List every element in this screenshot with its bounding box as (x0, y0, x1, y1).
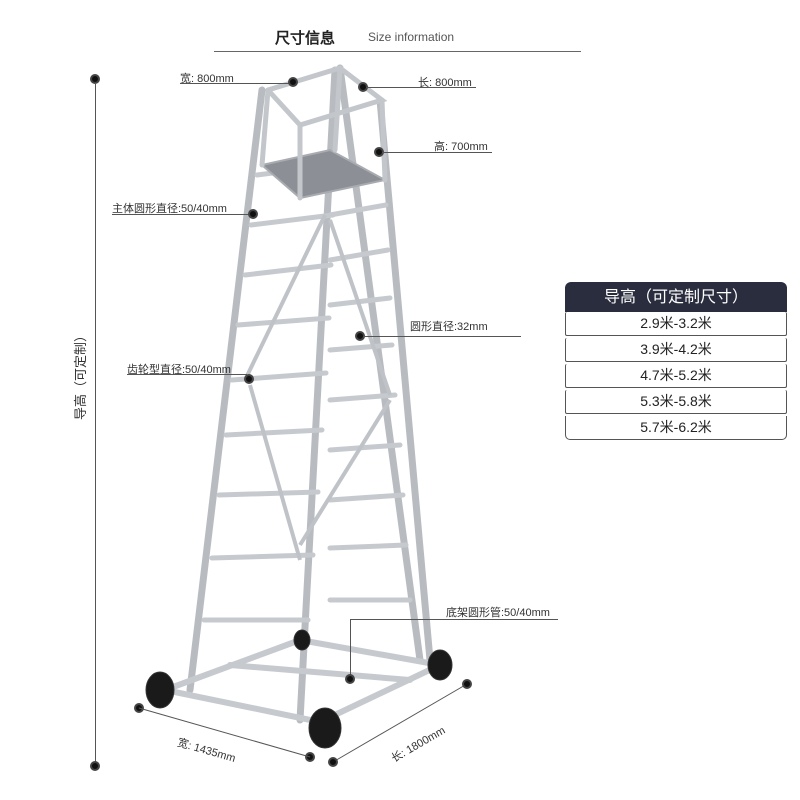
marker-top-width (288, 77, 298, 87)
header-divider (214, 51, 581, 52)
leader-top-width (180, 83, 293, 84)
leader-round-diameter (363, 336, 521, 337)
annotation-top-width: 宽: 800mm (180, 73, 234, 85)
annotation-base-tube: 底架圆形管:50/40mm (446, 607, 550, 619)
leader-gear-tube (127, 374, 247, 375)
annotation-rail-height: 高: 700mm (434, 141, 488, 153)
table-row: 3.9米-4.2米 (565, 338, 787, 362)
marker-base-width-start (134, 703, 144, 713)
table-row: 2.9米-3.2米 (565, 312, 787, 336)
annotation-gear-tube: 齿轮型直径:50/40mm (127, 364, 231, 376)
table-header: 导高（可定制尺寸） (565, 282, 787, 312)
height-top-dot (90, 74, 100, 84)
height-bottom-dot (90, 761, 100, 771)
height-dimension-line (95, 84, 96, 764)
table-row: 5.7米-6.2米 (565, 416, 787, 440)
annotation-main-tube: 主体圆形直径:50/40mm (112, 203, 227, 215)
section-subtitle: Size information (368, 30, 455, 44)
leader-rail-height (382, 152, 492, 153)
section-title: 尺寸信息 (275, 29, 336, 47)
marker-base-tube (345, 674, 355, 684)
leader-top-length (366, 87, 476, 88)
leader-main-tube (112, 214, 252, 215)
leader-base-tube (350, 619, 558, 620)
annotation-round-diameter: 圆形直径:32mm (410, 321, 488, 333)
annotation-top-length: 长: 800mm (418, 77, 472, 89)
marker-base-length-start (328, 757, 338, 767)
leader-base-tube-drop (350, 619, 351, 675)
table-row: 5.3米-5.8米 (565, 390, 787, 414)
table-row: 4.7米-5.2米 (565, 364, 787, 388)
marker-gear-tube (244, 374, 254, 384)
marker-base-width-end (305, 752, 315, 762)
marker-main-tube (248, 209, 258, 219)
marker-base-length-end (462, 679, 472, 689)
custom-height-table: 导高（可定制尺寸） 2.9米-3.2米 3.9米-4.2米 4.7米-5.2米 … (565, 282, 787, 440)
